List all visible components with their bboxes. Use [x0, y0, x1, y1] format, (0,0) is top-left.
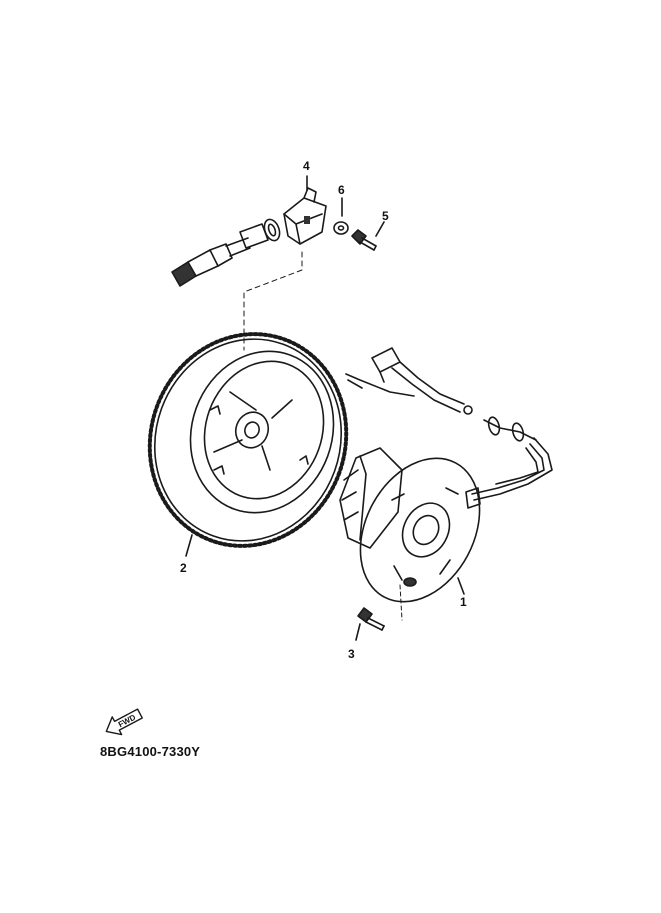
bolt-part — [351, 221, 385, 251]
callout-2: 2 — [180, 561, 187, 575]
callout-1: 1 — [460, 595, 467, 609]
callout-6: 6 — [338, 183, 345, 197]
lead-connector-part — [171, 175, 327, 287]
callout-3: 3 — [348, 647, 355, 661]
callout-5: 5 — [382, 209, 389, 223]
washer-part — [333, 197, 349, 235]
part-code-label: 8BG4100-7330Y — [100, 744, 201, 759]
stator-screw-part — [355, 607, 385, 641]
assembly-line — [243, 251, 303, 351]
callout-4: 4 — [303, 159, 310, 173]
stator-assembly-part — [339, 347, 553, 621]
flywheel-rotor-part — [147, 332, 349, 557]
forward-direction-arrow-icon: FWD — [105, 708, 143, 736]
